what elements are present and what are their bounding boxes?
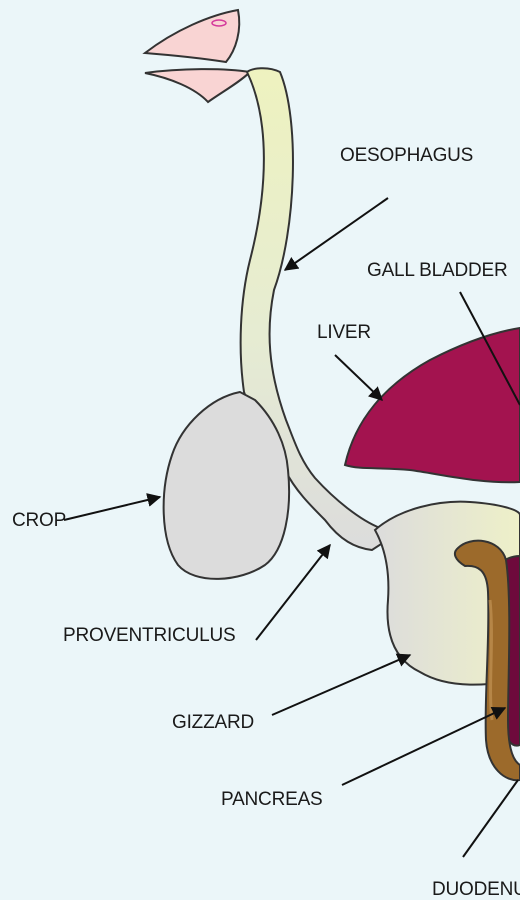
label-oesophagus: OESOPHAGUS: [340, 145, 473, 166]
gizzard-arrow: [272, 655, 410, 715]
liver-arrow: [335, 355, 382, 400]
label-crop: CROP: [12, 510, 66, 531]
label-duodenum: DUODENUM: [432, 879, 520, 900]
label-liver: LIVER: [317, 322, 371, 343]
duodenum-arrow: [463, 780, 518, 857]
crop-shape: [164, 392, 289, 579]
label-proventriculus: PROVENTRICULUS: [63, 625, 235, 646]
liver-shape: [345, 328, 520, 482]
pancreas-arrow: [342, 708, 505, 785]
beak: [145, 10, 250, 102]
label-pancreas: PANCREAS: [221, 789, 323, 810]
crop-arrow: [64, 497, 160, 520]
label-gall-bladder: GALL BLADDER: [367, 260, 508, 281]
label-gizzard: GIZZARD: [172, 712, 254, 733]
